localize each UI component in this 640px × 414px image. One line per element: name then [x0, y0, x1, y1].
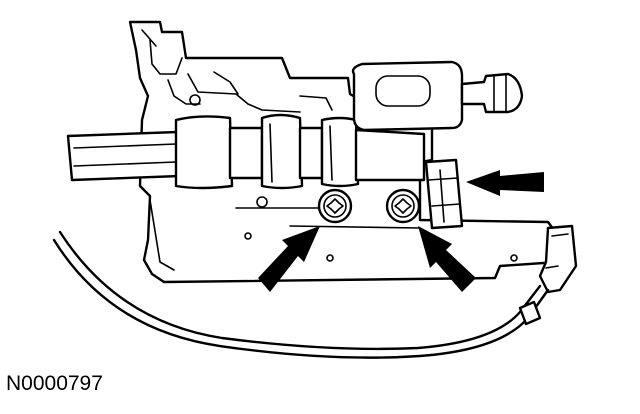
bracket — [538, 224, 578, 294]
callout-arrow-clip — [466, 170, 544, 196]
shaft — [66, 113, 426, 190]
wire-harness — [52, 230, 550, 359]
upper-connector — [351, 60, 524, 132]
figure-id-label: N0000797 — [6, 372, 103, 395]
torx-bolt-left — [317, 188, 353, 224]
callout-arrow-right-bolt — [418, 226, 476, 292]
torx-bolt-right — [385, 188, 421, 224]
retaining-clip — [424, 158, 464, 230]
callout-arrow-left-bolt — [258, 226, 320, 292]
